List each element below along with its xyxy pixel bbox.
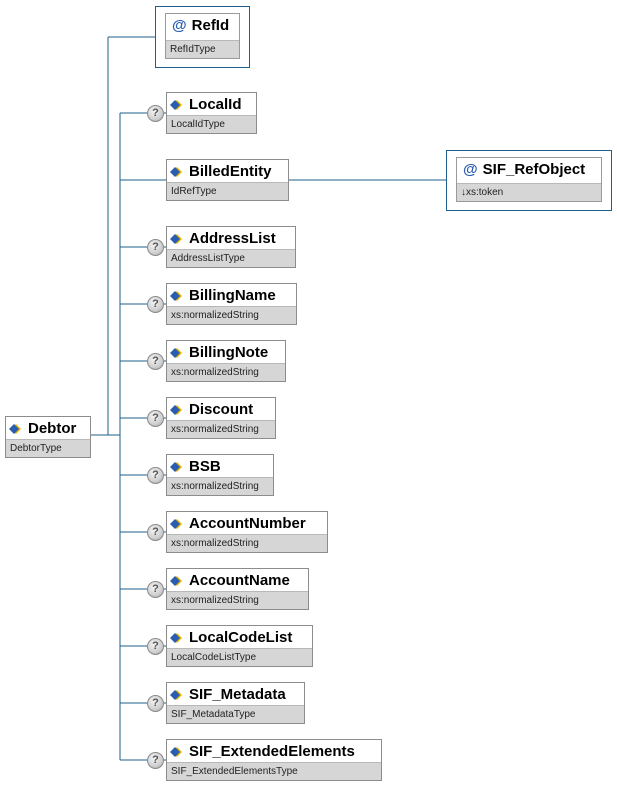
element-icon [170,690,182,700]
element-name: SIF_Metadata [189,686,286,703]
element-name: BillingNote [189,344,269,361]
element-name: Debtor [28,420,77,437]
element-box-billingnote[interactable]: BillingNote xs:normalizedString [166,340,286,382]
optional-question-icon: ? [147,239,164,256]
optional-question-icon: ? [147,353,164,370]
element-box-billingname[interactable]: BillingName xs:normalizedString [166,283,297,325]
element-icon [170,348,182,358]
element-type: AddressListType [167,249,295,267]
element-name: SIF_ExtendedElements [189,743,355,760]
element-box-accountnumber[interactable]: AccountNumber xs:normalizedString [166,511,328,553]
element-type: DebtorType [6,439,90,457]
element-name: BillingName [189,287,276,304]
optional-question-icon: ? [147,296,164,313]
optional-question-icon: ? [147,638,164,655]
element-icon [170,576,182,586]
root-element-debtor[interactable]: Debtor DebtorType [5,416,91,458]
element-name: BilledEntity [189,163,272,180]
element-icon [170,100,182,110]
element-name: LocalId [189,96,242,113]
attribute-type: RefIdType [166,40,239,58]
element-box-discount[interactable]: Discount xs:normalizedString [166,397,276,439]
element-box-bsb[interactable]: BSB xs:normalizedString [166,454,274,496]
element-type: LocalIdType [167,115,256,133]
element-icon [170,462,182,472]
element-icon [9,424,21,434]
attribute-at-icon: @ [463,161,478,178]
element-icon [170,234,182,244]
optional-question-icon: ? [147,581,164,598]
attribute-at-icon: @ [172,17,187,34]
element-name: BSB [189,458,221,475]
attribute-box-refid[interactable]: @ RefId RefIdType [165,13,240,59]
element-box-accountname[interactable]: AccountName xs:normalizedString [166,568,309,610]
element-type: IdRefType [167,182,288,200]
element-name: AccountName [189,572,290,589]
element-icon [170,519,182,529]
element-type: xs:normalizedString [167,477,273,495]
optional-question-icon: ? [147,105,164,122]
optional-question-icon: ? [147,410,164,427]
element-type: SIF_ExtendedElementsType [167,762,381,780]
optional-question-icon: ? [147,467,164,484]
element-icon [170,167,182,177]
element-type: xs:normalizedString [167,420,275,438]
element-type: LocalCodeListType [167,648,312,666]
element-name: AccountNumber [189,515,306,532]
element-name: LocalCodeList [189,629,293,646]
attribute-name: SIF_RefObject [482,161,586,178]
optional-question-icon: ? [147,695,164,712]
refid-attribute-frame: @ RefId RefIdType [155,6,250,68]
attribute-box-sif-refobject[interactable]: @ SIF_RefObject ↓xs:token [456,157,602,202]
element-icon [170,291,182,301]
element-icon [170,747,182,757]
element-icon [170,633,182,643]
attribute-type: ↓xs:token [457,183,601,201]
sif-refobject-attribute-frame: @ SIF_RefObject ↓xs:token [446,150,612,211]
element-type: xs:normalizedString [167,363,285,381]
element-type: xs:normalizedString [167,591,308,609]
optional-question-icon: ? [147,752,164,769]
element-icon [170,405,182,415]
element-name: Discount [189,401,254,418]
attribute-name: RefId [191,17,230,34]
element-name: AddressList [189,230,276,247]
element-type: xs:normalizedString [167,306,296,324]
optional-question-icon: ? [147,524,164,541]
element-type: SIF_MetadataType [167,705,304,723]
element-type: xs:normalizedString [167,534,327,552]
